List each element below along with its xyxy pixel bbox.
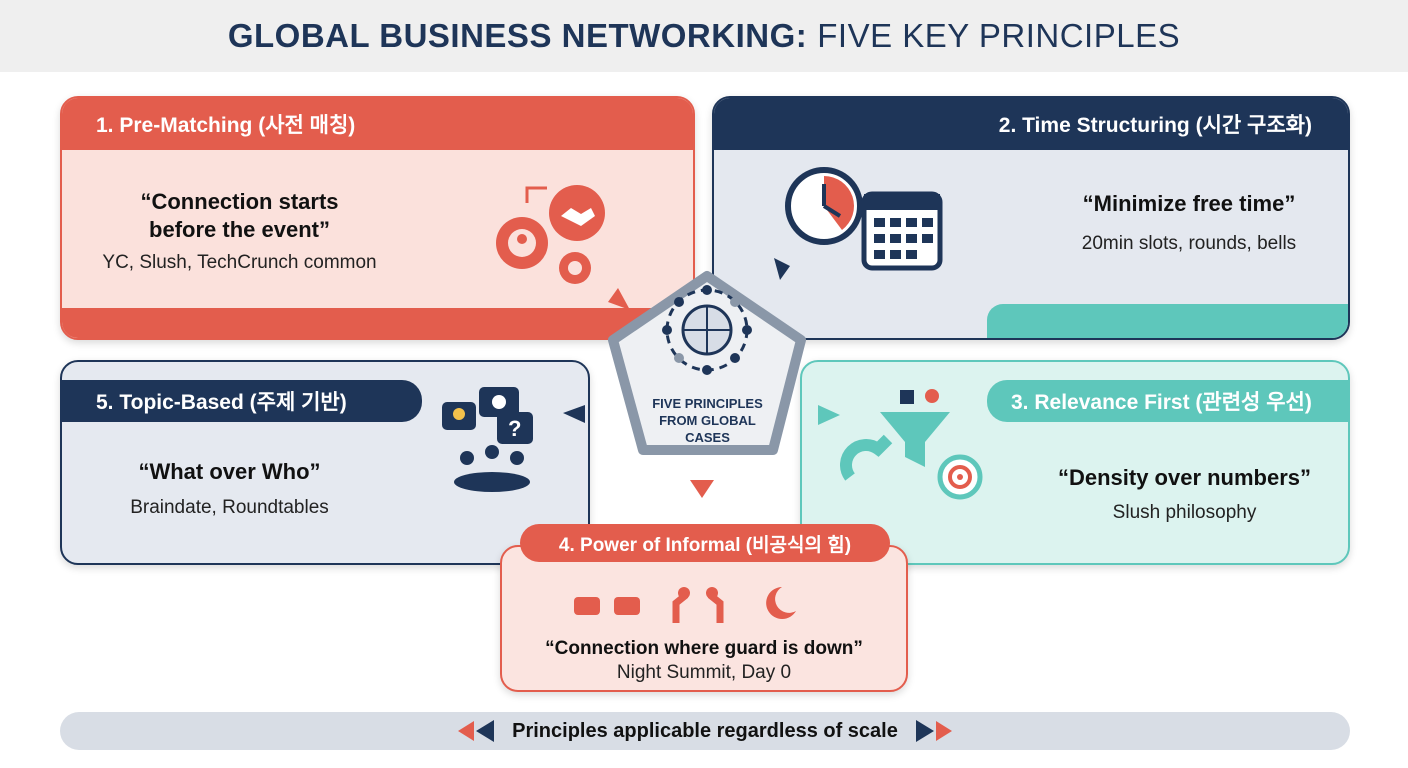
principle-power-of-informal: “Connection where guard is down” Night S… <box>500 545 908 692</box>
connector-arrows <box>563 258 840 498</box>
right-arrows-icon <box>915 720 952 742</box>
principle-topic-based: 5. Topic-Based (주제 기반) “What over Who” B… <box>60 360 590 565</box>
funnel-magnet-target-icon <box>840 389 983 500</box>
panel-header: 2. Time Structuring (시간 구조화) <box>714 98 1348 150</box>
panel-header-informal: 4. Power of Informal (비공식의 힘) <box>520 524 890 562</box>
coffee-cheers-moon-icon <box>574 587 796 623</box>
footer-bar: Principles applicable regardless of scal… <box>60 712 1350 750</box>
panel-footer-strip <box>987 304 1348 338</box>
principle-pre-matching: 1. Pre-Matching (사전 매칭) “Connection star… <box>60 96 695 340</box>
svg-text:?: ? <box>508 416 521 441</box>
examples: YC, Slush, TechCrunch common <box>102 252 377 273</box>
quote: “Density over numbers” <box>1057 465 1312 490</box>
center-pentagon <box>608 271 806 455</box>
principle-time-structuring: 2. Time Structuring (시간 구조화) “Minimize f… <box>712 96 1350 340</box>
principle-relevance-first: 3. Relevance First (관련성 우선) “Density ove… <box>800 360 1350 565</box>
title-light: FIVE KEY PRINCIPLES <box>817 17 1181 54</box>
panel-header: 5. Topic-Based (주제 기반) <box>62 380 422 422</box>
examples: Slush philosophy <box>1112 502 1257 523</box>
discussion-icon: ? <box>442 387 533 492</box>
panel-header: 1. Pre-Matching (사전 매칭) <box>62 98 693 150</box>
examples: Braindate, Roundtables <box>130 497 329 518</box>
examples: 20min slots, rounds, bells <box>1081 233 1297 254</box>
left-arrows-icon <box>458 720 495 742</box>
examples: Night Summit, Day 0 <box>616 662 792 683</box>
title-bold: GLOBAL BUSINESS NETWORKING: <box>227 17 808 54</box>
title-bar: GLOBAL BUSINESS NETWORKING:FIVE KEY PRIN… <box>0 0 1408 72</box>
panel-footer-strip <box>62 308 693 338</box>
quote: “Minimize free time” <box>1082 191 1296 216</box>
gears-handshake-icon <box>496 185 605 284</box>
clock-calendar-icon <box>785 167 943 271</box>
quote: “What over Who” <box>138 459 321 484</box>
footer-text: Principles applicable regardless of scal… <box>512 719 898 742</box>
panel-header: 3. Relevance First (관련성 우선) <box>987 380 1348 422</box>
globe-network-icon <box>662 285 752 375</box>
quote: “Connection where guard is down” <box>545 638 863 659</box>
